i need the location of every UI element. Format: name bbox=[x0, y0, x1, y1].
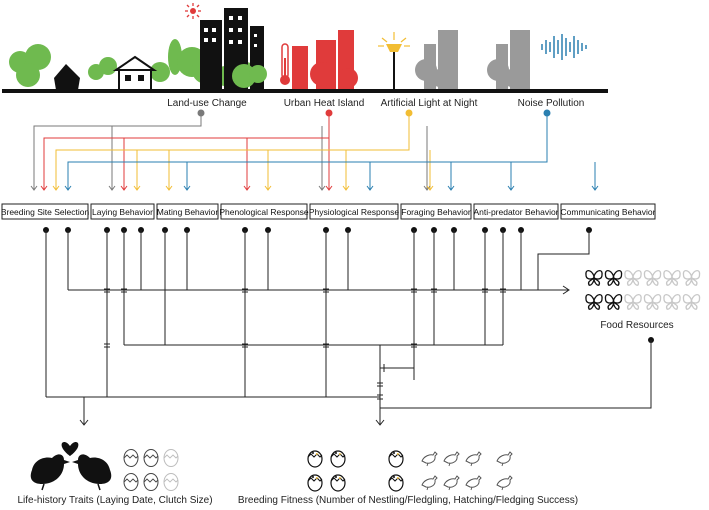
behavior-label: Communicating Behavior bbox=[561, 207, 656, 217]
connector-light bbox=[55, 109, 431, 190]
egg-icon bbox=[123, 473, 139, 491]
behavior-label: Phenological Response bbox=[219, 207, 309, 217]
egg-icon bbox=[163, 473, 179, 491]
fledgling-icons bbox=[421, 451, 513, 491]
behavior-label: Anti-predator Behavior bbox=[473, 207, 558, 217]
butterfly-icon bbox=[585, 269, 603, 286]
fledgling-icon bbox=[496, 475, 513, 491]
stressor-label-noise: Noise Pollution bbox=[518, 98, 585, 109]
nestling-icon bbox=[330, 450, 346, 468]
behavior-box-anti-predator bbox=[473, 203, 559, 220]
behavior-boxes: Breeding Site Selection Laying Behavior … bbox=[1, 203, 656, 220]
nestling-icon bbox=[307, 474, 323, 492]
nestling-icon bbox=[330, 474, 346, 492]
connector-land-use bbox=[33, 109, 428, 190]
fledgling-icon bbox=[421, 451, 438, 467]
stressor-label-land-use: Land-use Change bbox=[167, 98, 247, 109]
nestling-icon bbox=[307, 450, 323, 468]
street-lamp-icon bbox=[378, 32, 410, 90]
behavior-label: Physiological Response bbox=[309, 207, 400, 217]
thermometer-icon bbox=[280, 43, 290, 85]
fledgling-icon bbox=[443, 475, 460, 491]
city-skyline-icon bbox=[2, 8, 608, 93]
butterfly-icon bbox=[682, 269, 701, 286]
behavior-label: Mating Behavior bbox=[157, 207, 219, 217]
behavior-box-communicating bbox=[560, 203, 656, 220]
fledgling-icon bbox=[443, 451, 460, 467]
stressor-label-heat-island: Urban Heat Island bbox=[284, 98, 365, 109]
behavior-label: Laying Behavior bbox=[92, 207, 153, 217]
butterfly-icon bbox=[643, 293, 662, 310]
egg-icon bbox=[143, 473, 159, 491]
connector-noise bbox=[67, 109, 596, 190]
butterfly-icon bbox=[624, 293, 642, 310]
behavior-box-physiological bbox=[309, 203, 399, 220]
nestling-icon bbox=[388, 450, 404, 468]
butterfly-icon bbox=[604, 269, 623, 286]
egg-icon bbox=[163, 449, 179, 467]
behavior-box-mating bbox=[156, 203, 219, 220]
breeding-fitness-label: Breeding Fitness (Number of Nestling/Fle… bbox=[238, 495, 578, 506]
sound-wave-icon bbox=[541, 34, 587, 60]
behavior-box-breeding-site bbox=[1, 203, 89, 220]
stressor-label-light: Artificial Light at Night bbox=[381, 98, 478, 109]
fledgling-icon bbox=[465, 451, 482, 467]
egg-icon bbox=[123, 449, 139, 467]
butterfly-icon bbox=[643, 269, 662, 286]
behavior-label: Foraging Behavior bbox=[401, 207, 471, 217]
bird-pair-icon bbox=[30, 441, 112, 491]
behavior-label: Breeding Site Selection bbox=[1, 207, 90, 217]
fledgling-icon bbox=[465, 475, 482, 491]
egg-icon bbox=[143, 449, 159, 467]
food-resources-label: Food Resources bbox=[600, 320, 673, 331]
nestling-icons bbox=[307, 450, 404, 492]
butterfly-icon bbox=[682, 293, 701, 310]
fledgling-icon bbox=[496, 451, 513, 467]
egg-icons bbox=[123, 449, 179, 491]
food-resources-icons bbox=[585, 269, 701, 310]
butterfly-icon bbox=[663, 269, 681, 286]
life-history-label: Life-history Traits (Laying Date, Clutch… bbox=[17, 495, 212, 506]
fledgling-icon bbox=[421, 475, 438, 491]
connector-arrowheads bbox=[30, 185, 599, 191]
behavior-box-laying bbox=[90, 203, 155, 220]
sun-icon bbox=[185, 3, 201, 19]
butterfly-icon bbox=[624, 269, 642, 286]
nestling-icon bbox=[388, 474, 404, 492]
butterfly-icon bbox=[663, 293, 681, 310]
butterfly-icon bbox=[604, 293, 623, 310]
behavior-box-phenological bbox=[220, 203, 308, 220]
butterfly-icon bbox=[585, 293, 603, 310]
connector-heat-island bbox=[43, 109, 333, 190]
behavior-box-foraging bbox=[400, 203, 472, 220]
output-wiring bbox=[43, 227, 654, 426]
